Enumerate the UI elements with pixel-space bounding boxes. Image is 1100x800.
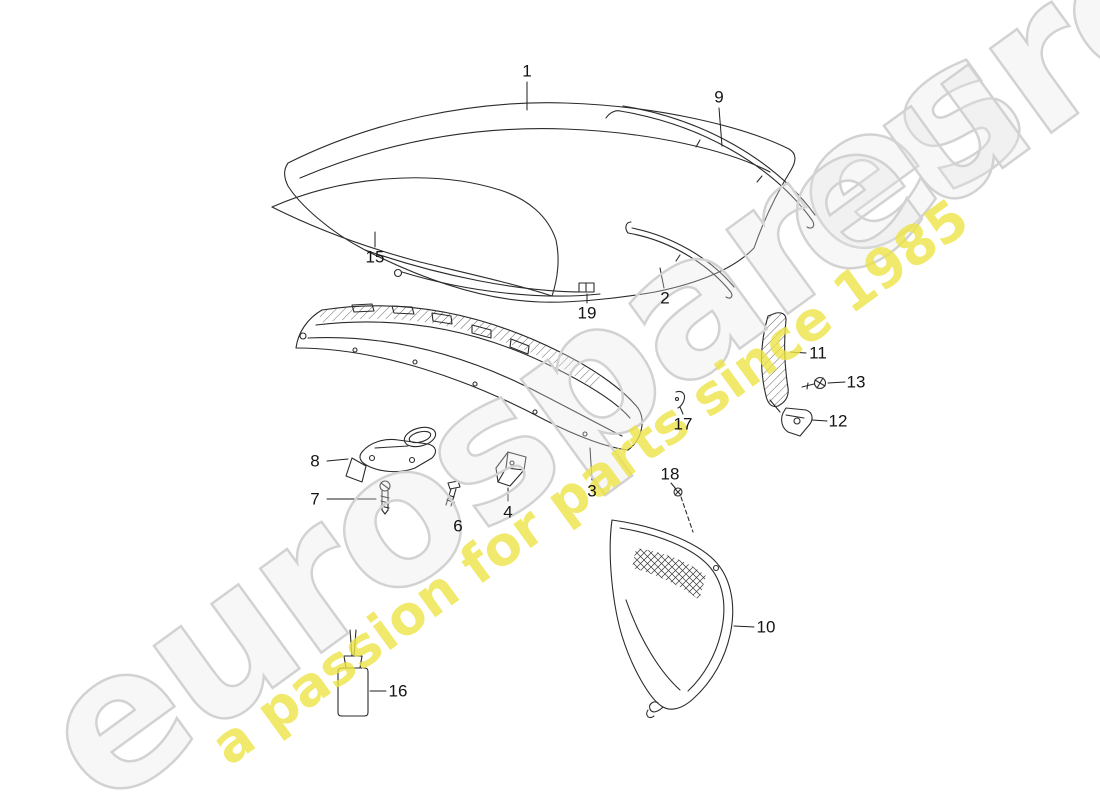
part-callout-9[interactable]: 9 [714,87,724,107]
part-18-screw [673,487,694,533]
part-callout-10[interactable]: 10 [756,617,776,637]
part-12-bracket [781,407,813,437]
part-17-hook [674,390,686,409]
part-callout-2[interactable]: 2 [660,288,670,308]
part-1-top-cover [284,102,796,303]
part-callout-15[interactable]: 15 [365,247,385,267]
part-callout-18[interactable]: 18 [660,464,680,484]
part-2-trim-strip [625,221,735,299]
part-callout-16[interactable]: 16 [388,681,408,701]
part-callout-4[interactable]: 4 [503,502,513,522]
part-callout-1[interactable]: 1 [522,61,532,81]
part-4-bracket [495,451,527,487]
part-callout-6[interactable]: 6 [453,516,463,536]
part-callout-8[interactable]: 8 [310,451,320,471]
leader-lines [326,81,846,692]
part-callout-13[interactable]: 13 [846,372,866,392]
part-9-seal-strip [605,105,816,229]
part-callout-7[interactable]: 7 [310,489,320,509]
part-callout-12[interactable]: 12 [828,411,848,431]
part-callout-17[interactable]: 17 [673,414,693,434]
part-6-bolt [445,480,461,507]
part-11-side-rail [761,312,789,413]
part-7-screw [379,480,391,515]
part-8-latch [345,426,437,483]
part-16-adhesive-bottle [337,629,369,717]
part-10-quarter-panel [609,519,734,719]
part-callout-11[interactable]: 11 [809,343,827,363]
part-13-screw [801,376,827,390]
part-callout-3[interactable]: 3 [587,481,597,501]
part-callout-19[interactable]: 19 [577,303,597,323]
part-3-frame-bow [295,303,643,451]
part-19-clip [578,282,595,293]
part-15-inner-cover [271,177,601,297]
